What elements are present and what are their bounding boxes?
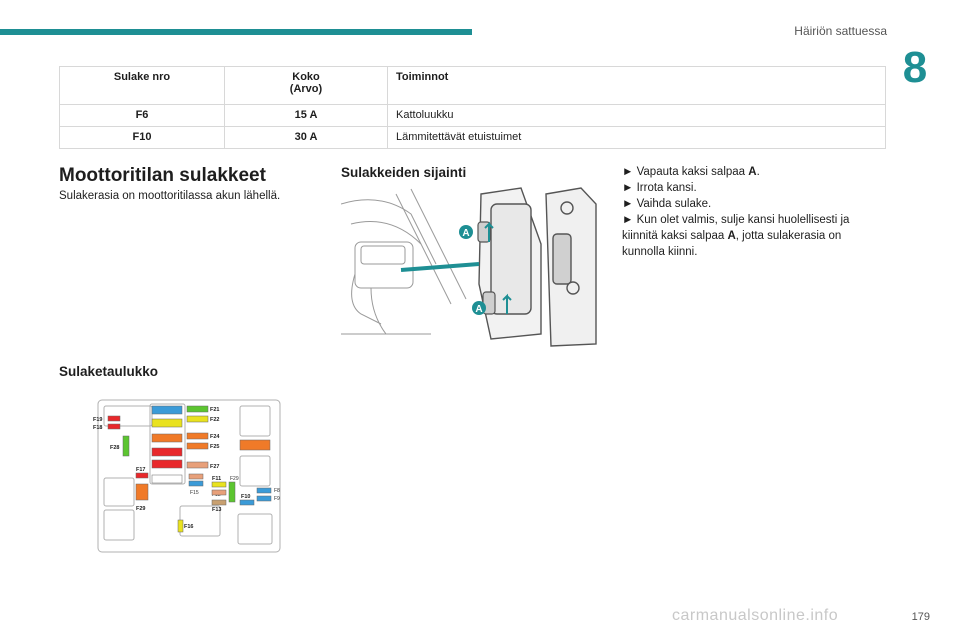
table-row: F6 15 A Kattoluukku bbox=[59, 104, 886, 127]
svg-text:F22: F22 bbox=[210, 417, 219, 423]
section-text-engine-fuses: Sulakerasia on moottoritilassa akun lähe… bbox=[59, 190, 281, 202]
svg-text:F24: F24 bbox=[210, 434, 220, 440]
list-item: ► Vaihda sulake. bbox=[622, 198, 712, 210]
callout-a-upper: A bbox=[462, 228, 469, 239]
svg-text:F25: F25 bbox=[210, 444, 219, 450]
col-header-size: Koko (Arvo) bbox=[224, 66, 388, 105]
svg-text:F18: F18 bbox=[93, 425, 102, 431]
table-row: F10 30 A Lämmitettävät etuistuimet bbox=[59, 126, 886, 149]
section-heading-engine-fuses: Moottoritilan sulakkeet bbox=[59, 165, 266, 186]
cell-function: Lämmitettävät etuistuimet bbox=[387, 126, 886, 149]
svg-text:F9: F9 bbox=[274, 496, 280, 502]
section-title: Häiriön sattuessa bbox=[794, 24, 887, 38]
svg-text:F19: F19 bbox=[93, 417, 102, 423]
svg-text:F28: F28 bbox=[110, 445, 119, 451]
section-heading-fuse-table: Sulaketaulukko bbox=[59, 364, 159, 379]
svg-text:F29: F29 bbox=[136, 506, 145, 512]
svg-text:F11: F11 bbox=[212, 476, 221, 482]
col-header-size-line2: (Arvo) bbox=[289, 83, 323, 95]
list-item: ► Irrota kansi. bbox=[622, 182, 697, 194]
callout-a-lower: A bbox=[475, 304, 482, 315]
cell-fuse: F6 bbox=[59, 104, 225, 127]
section-heading-fuse-location: Sulakkeiden sijainti bbox=[341, 165, 467, 180]
fuse-box-diagram: F19 F18 F28 F17 F29 F16 F21 F22 F24 F25 … bbox=[93, 399, 281, 553]
svg-text:F16: F16 bbox=[184, 524, 193, 530]
svg-text:F13: F13 bbox=[212, 507, 221, 513]
list-item: ► Vapauta kaksi salpaa A. bbox=[622, 166, 760, 178]
fuse-box-location-illustration: A A bbox=[341, 187, 597, 347]
col-header-fuse: Sulake nro bbox=[59, 66, 225, 105]
table-header-row: Sulake nro Koko (Arvo) Toiminnot bbox=[59, 66, 886, 105]
cell-size: 30 A bbox=[224, 126, 388, 149]
header-accent-bar bbox=[0, 29, 472, 35]
svg-text:F17: F17 bbox=[136, 467, 145, 473]
svg-text:F8: F8 bbox=[274, 488, 280, 494]
col-header-function: Toiminnot bbox=[387, 66, 886, 105]
cell-function: Kattoluukku bbox=[387, 104, 886, 127]
cell-size: 15 A bbox=[224, 104, 388, 127]
watermark: carmanualsonline.info bbox=[672, 607, 839, 624]
svg-text:F21: F21 bbox=[210, 407, 219, 413]
svg-text:F27: F27 bbox=[210, 464, 219, 470]
fuse-table: Sulake nro Koko (Arvo) Toiminnot F6 15 A… bbox=[59, 66, 886, 149]
list-item: ► Kun olet valmis, sulje kansi huolellis… bbox=[622, 214, 850, 258]
cell-fuse: F10 bbox=[59, 126, 225, 149]
svg-text:F10: F10 bbox=[241, 494, 250, 500]
chapter-number: 8 bbox=[902, 43, 928, 92]
svg-text:F15: F15 bbox=[190, 490, 199, 496]
svg-text:F29: F29 bbox=[230, 476, 239, 482]
page-number: 179 bbox=[911, 611, 930, 623]
instruction-steps: ► Vapauta kaksi salpaa A. ► Irrota kansi… bbox=[622, 164, 882, 260]
col-header-size-line1: Koko bbox=[292, 71, 320, 83]
